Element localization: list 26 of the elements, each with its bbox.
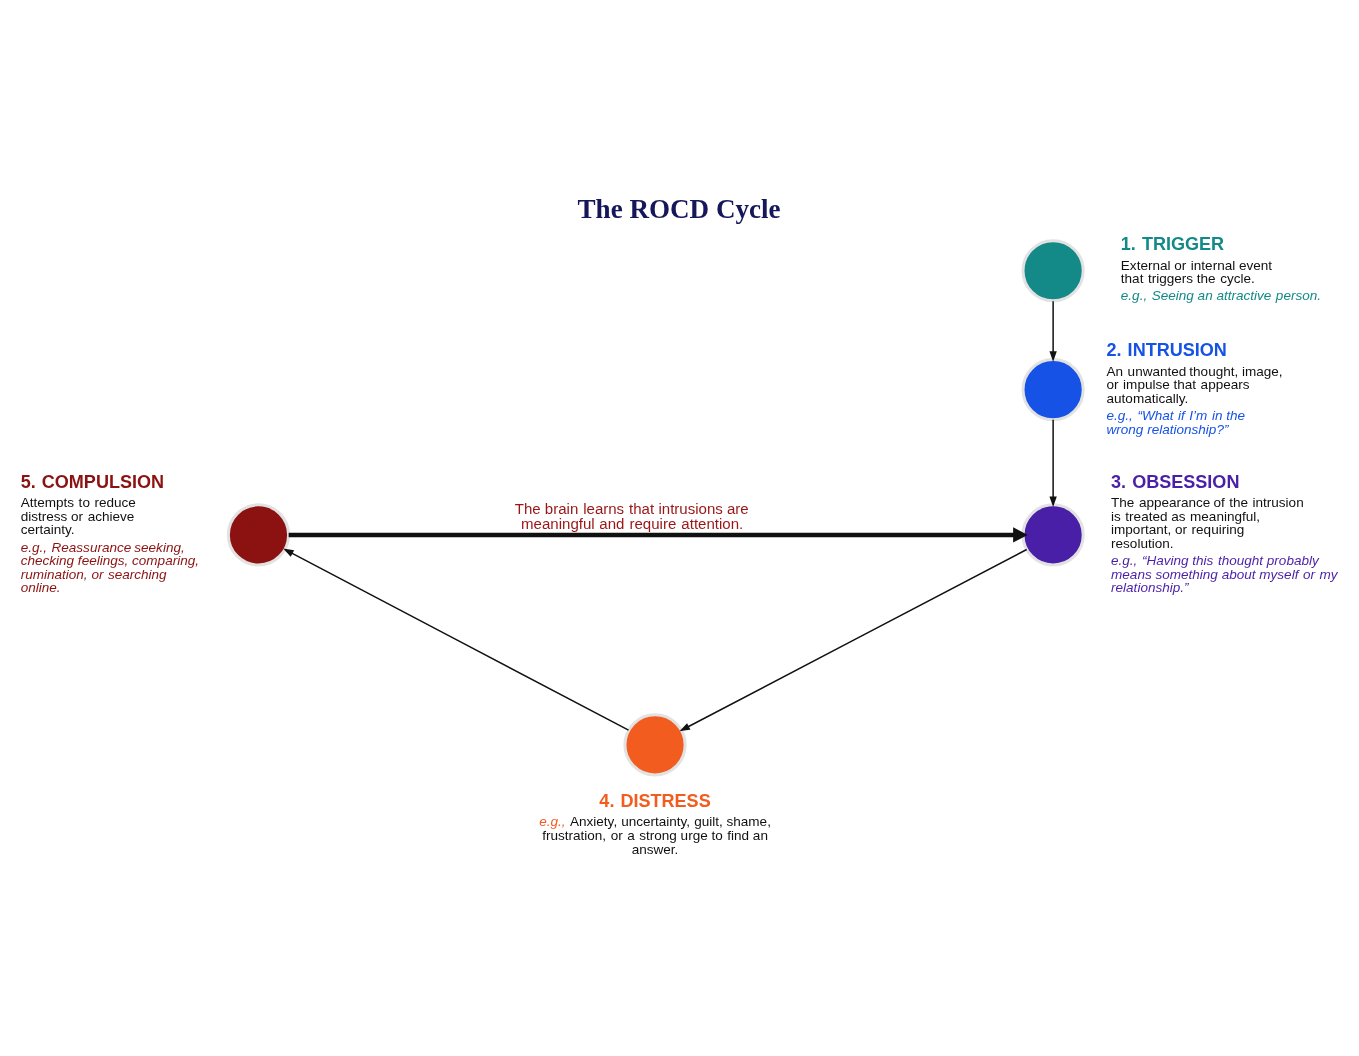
node-label: 5. COMPULSION [20, 471, 165, 492]
node-label: External or internal event that triggers the cycle. [1120, 257, 1273, 286]
node-circle [1021, 238, 1085, 302]
node-label: e.g., Reassurance seeking, checking feelings, comparing, rumination, or searching online. [20, 539, 199, 595]
node-label: Attempts to reduce distress or achieve certainty. [20, 494, 136, 537]
arrow [1049, 299, 1057, 362]
arrow [679, 548, 1028, 731]
node-label: The appearance of the intrusion is treated as meaningful, important, or requiring resolution. [1111, 494, 1304, 551]
node-circle [1021, 357, 1085, 421]
node-label: 3. OBSESSION [1111, 471, 1240, 492]
node-label: e.g., “Having this thought probably means something about myself or my relationship.” [1111, 552, 1338, 595]
arrow [283, 548, 630, 731]
node-label: 2. INTRUSION [1106, 339, 1227, 360]
node-circle [623, 712, 687, 776]
node-label: e.g., “What if I’m in the wrong relationship?” [1106, 407, 1246, 437]
edge-label: The brain learns that intrusions are meaningful and require attention. [514, 499, 749, 532]
node-label: An unwanted thought, image, or impulse that appears automatically. [1106, 363, 1283, 406]
node-label: 4. DISTRESS [599, 790, 711, 811]
diagram-title: The ROCD Cycle [577, 193, 781, 224]
node-label: 1. TRIGGER [1120, 233, 1225, 254]
node-circle [1021, 502, 1085, 566]
arrow [1049, 418, 1057, 507]
node-label: e.g., Seeing an attractive person. [1120, 287, 1321, 303]
node-label: e.g., Anxiety, uncertainty, guilt, shame, frustration, or a strong urge to find an answer. [539, 813, 771, 857]
node-circle [226, 502, 291, 566]
arrow [288, 526, 1028, 543]
